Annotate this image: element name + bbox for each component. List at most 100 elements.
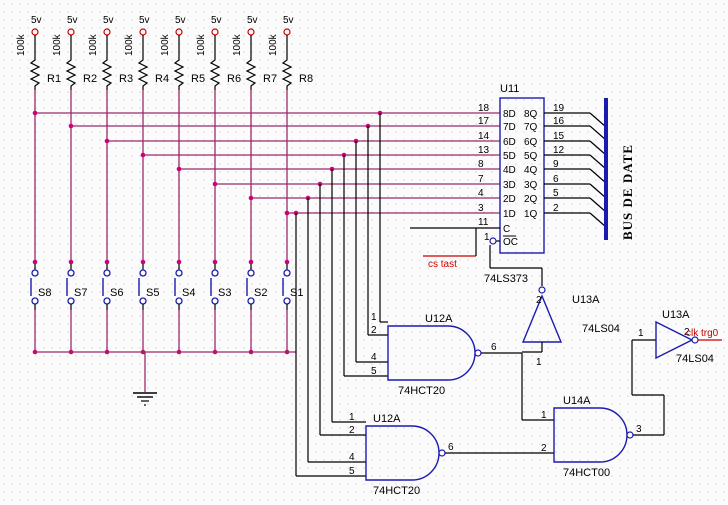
- u11-output-name: 4Q: [524, 165, 538, 176]
- u12a-bot-pin: 1: [349, 412, 355, 423]
- cs-tast-signal: cs tast: [423, 228, 477, 270]
- vcc-label: 5v: [139, 15, 150, 26]
- vcc-label: 5v: [247, 15, 258, 26]
- push-switch-icon: [210, 263, 219, 311]
- u11-oc-label: OC: [503, 237, 518, 248]
- resistor-icon: [138, 53, 148, 91]
- switch-ref: S6: [110, 287, 123, 299]
- push-switch-icon: [282, 263, 291, 311]
- u13a-inverter-right: U13A 74LS04 1 2 clk trg0: [632, 309, 722, 365]
- u11-input-pin: 17: [478, 116, 490, 127]
- resistor-value: 100k: [160, 33, 171, 56]
- resistor-ref: R2: [83, 73, 97, 85]
- u12a-bot-pin: 5: [349, 466, 355, 477]
- vcc-terminal-icon: [31, 28, 39, 36]
- u12a-top-pin: 2: [371, 325, 377, 336]
- u11-input-pin: 13: [478, 145, 490, 156]
- u11-type-label: 74LS373: [484, 273, 528, 285]
- vcc-label: 5v: [31, 15, 42, 26]
- data-bus: BUS DE DATE: [544, 98, 635, 240]
- u11-input-pin: 18: [478, 103, 490, 114]
- u13a-inverter-middle: 2 1 U13A 74LS04: [489, 245, 620, 368]
- u11-output-name: 3Q: [524, 180, 538, 191]
- u11-output-pin: 15: [553, 131, 565, 142]
- resistor-icon: [282, 53, 292, 91]
- ground-icon: [133, 392, 157, 406]
- switch-bus-lines: [32, 110, 500, 477]
- resistor-value: 100k: [124, 33, 135, 56]
- u12a-top-pin: 1: [371, 312, 377, 323]
- u11-ref-label: U11: [500, 83, 519, 95]
- vcc-label: 5v: [103, 15, 114, 26]
- resistor-value: 100k: [52, 33, 63, 56]
- u14a-pin-1: 1: [541, 410, 547, 421]
- resistor-icon: [30, 53, 40, 91]
- u13a-mid-pin-out: 1: [536, 357, 542, 368]
- resistor-icon: [246, 53, 256, 91]
- resistor-value: 100k: [16, 33, 27, 56]
- u11-input-name: 1D: [503, 209, 516, 220]
- u11-output-pin: 19: [553, 103, 565, 114]
- switch-ref: S8: [38, 287, 51, 299]
- u14a-pin-2: 2: [541, 443, 547, 454]
- u11-input-pin: 14: [478, 131, 490, 142]
- u13a-right-pin-in: 1: [638, 328, 644, 339]
- u12a-bot-pin: 4: [349, 452, 355, 463]
- push-switch-icon: [66, 263, 75, 311]
- u11-output-pin: 16: [553, 116, 565, 127]
- u11-output-pin: 5: [553, 188, 559, 199]
- u11-output-name: 5Q: [524, 151, 538, 162]
- u11-input-pin: 8: [478, 159, 484, 170]
- resistor-value: 100k: [196, 33, 207, 56]
- u13a-mid-type: 74LS04: [582, 323, 620, 335]
- u14a-out: 3: [636, 424, 642, 435]
- u13a-mid-ref: U13A: [572, 294, 600, 306]
- u13a-right-type: 74LS04: [676, 353, 714, 365]
- u11-input-pin: 7: [478, 174, 484, 185]
- u11-output-pin: 9: [553, 159, 559, 170]
- u13a-right-ref: U13A: [662, 309, 690, 321]
- resistor-ref: R5: [191, 73, 205, 85]
- u11-input-name: 3D: [503, 180, 516, 191]
- switch-ref: S3: [218, 287, 231, 299]
- switch-ref: S4: [182, 287, 195, 299]
- u11-output-name: 8Q: [524, 109, 538, 120]
- u11-output-name: 2Q: [524, 194, 538, 205]
- u11-output-name: 6Q: [524, 137, 538, 148]
- u11-input-name: 4D: [503, 165, 516, 176]
- resistor-ref: R7: [263, 73, 277, 85]
- u12a-top-out: 6: [491, 342, 497, 353]
- u11-output-pin: 12: [553, 145, 565, 156]
- u13a-right-pin-out: 2: [684, 327, 690, 338]
- u12a-top-type: 74HCT20: [398, 385, 445, 397]
- vcc-terminal-icon: [139, 28, 147, 36]
- u12a-bot-type: 74HCT20: [373, 485, 420, 497]
- vcc-terminal-icon: [67, 28, 75, 36]
- vcc-terminal-icon: [247, 28, 255, 36]
- push-switch-icon: [102, 263, 111, 311]
- resistor-icon: [210, 53, 220, 91]
- push-switch-icon: [138, 263, 147, 311]
- bus-label: BUS DE DATE: [620, 144, 635, 240]
- resistor-icon: [66, 53, 76, 91]
- u12a-top-pin: 4: [371, 352, 377, 363]
- u11-output-name: 7Q: [524, 122, 538, 133]
- u11-output-pin: 6: [553, 174, 559, 185]
- vcc-label: 5v: [175, 15, 186, 26]
- u12a-bot-out: 6: [448, 442, 454, 453]
- u14a-ref: U14A: [563, 395, 591, 407]
- u11-input-name: 8D: [503, 109, 516, 120]
- resistor-value: 100k: [268, 33, 279, 56]
- u11-input-name: 2D: [503, 194, 516, 205]
- clk-trg0-label: clk trg0: [686, 328, 719, 339]
- resistor-value: 100k: [232, 33, 243, 56]
- u11-input-name: 6D: [503, 137, 516, 148]
